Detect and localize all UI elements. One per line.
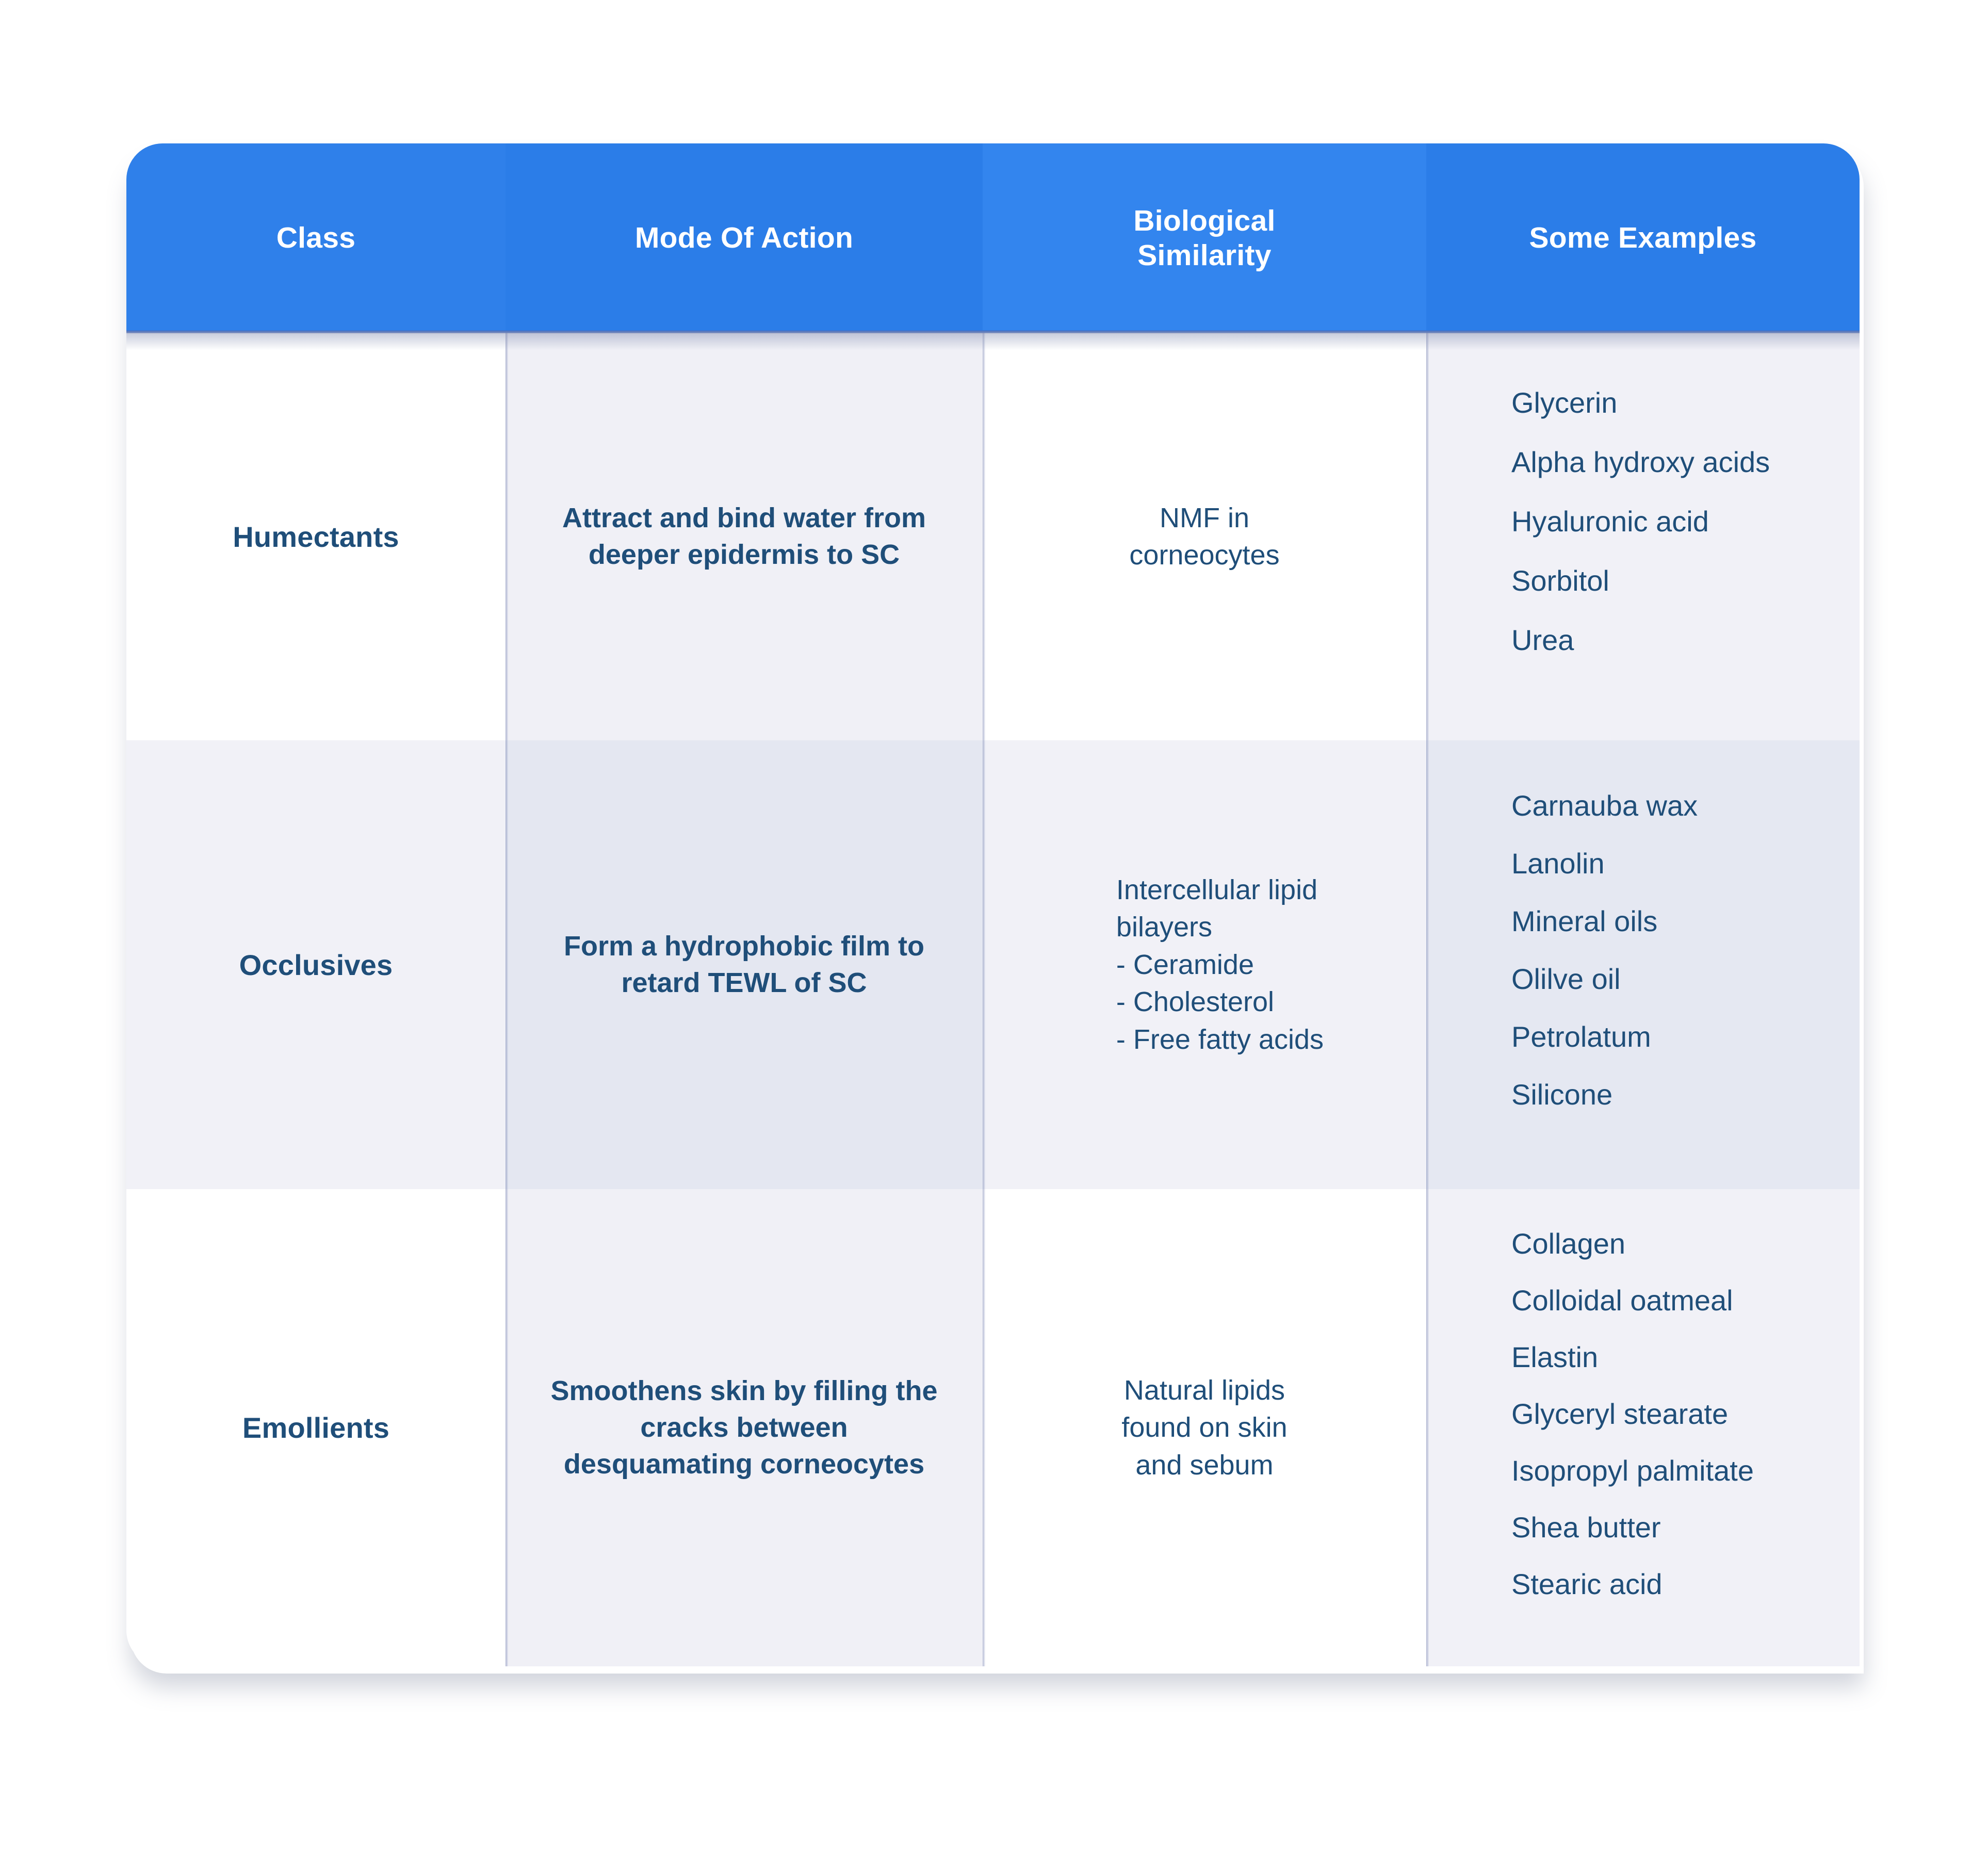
- column-header-biological-similarity[interactable]: Biological Similarity: [983, 143, 1426, 333]
- column-header-class-label: Class: [276, 221, 356, 255]
- mode-of-action-text: Smoothens skin by filling the cracks bet…: [550, 1375, 938, 1480]
- list-item: Shea butter: [1511, 1511, 1661, 1544]
- cell-mode-of-action: Smoothens skin by filling the cracks bet…: [506, 1189, 983, 1666]
- column-header-mode-of-action[interactable]: Mode Of Action: [506, 143, 983, 333]
- list-item: Hyaluronic acid: [1511, 505, 1709, 538]
- mode-of-action-text: Attract and bind water from deeper epide…: [562, 502, 926, 570]
- bio-line: Intercellular lipid: [1116, 874, 1318, 906]
- list-item: Mineral oils: [1511, 905, 1658, 937]
- list-item: Sorbitol: [1511, 564, 1609, 597]
- list-item: Urea: [1511, 623, 1574, 656]
- list-item: Silicone: [1511, 1078, 1613, 1111]
- list-item: Stearic acid: [1511, 1567, 1663, 1600]
- table-row: Emollients Smoothens skin by filling the…: [126, 1189, 1860, 1666]
- biological-similarity-text: NMF in corneocytes: [1129, 499, 1279, 574]
- cell-class: Humectants: [126, 333, 506, 740]
- mode-of-action-text: Form a hydrophobic film to retard TEWL o…: [564, 930, 924, 998]
- column-header-mode-of-action-label: Mode Of Action: [634, 221, 854, 255]
- bio-line: bilayers: [1116, 912, 1212, 943]
- bio-line: found on skin: [1121, 1412, 1288, 1443]
- cell-biological-similarity: Intercellular lipid bilayers - Ceramide …: [983, 740, 1426, 1189]
- table-header-row: Class Mode Of Action Biological Similari…: [126, 143, 1860, 333]
- cell-biological-similarity: NMF in corneocytes: [983, 333, 1426, 740]
- bio-header-line-2: Similarity: [1137, 238, 1272, 272]
- list-item: Alpha hydroxy acids: [1511, 445, 1770, 478]
- examples-list: Carnauba wax Lanolin Mineral oils Olilve…: [1426, 791, 1708, 1138]
- column-header-biological-similarity-label: Biological Similarity: [1133, 204, 1275, 272]
- header-underline: [126, 330, 1860, 334]
- list-item: Elastin: [1511, 1340, 1599, 1373]
- class-name: Occlusives: [239, 948, 393, 981]
- cell-some-examples: Carnauba wax Lanolin Mineral oils Olilve…: [1426, 740, 1860, 1189]
- bio-line: and sebum: [1135, 1449, 1274, 1481]
- list-item: Glyceryl stearate: [1511, 1397, 1729, 1430]
- examples-list: Glycerin Alpha hydroxy acids Hyaluronic …: [1426, 388, 1780, 685]
- table-row: Occlusives Form a hydrophobic film to re…: [126, 740, 1860, 1189]
- cell-mode-of-action: Attract and bind water from deeper epide…: [506, 333, 983, 740]
- cell-mode-of-action: Form a hydrophobic film to retard TEWL o…: [506, 740, 983, 1189]
- column-header-some-examples[interactable]: Some Examples: [1426, 143, 1860, 333]
- biological-similarity-text: Natural lipids found on skin and sebum: [1121, 1372, 1287, 1484]
- bio-line: - Ceramide: [1116, 949, 1254, 980]
- bio-line: - Cholesterol: [1116, 986, 1275, 1018]
- list-item: Carnauba wax: [1511, 789, 1698, 822]
- cell-class: Occlusives: [126, 740, 506, 1189]
- class-name: Humectants: [233, 520, 399, 553]
- comparison-table: Class Mode Of Action Biological Similari…: [126, 143, 1860, 1666]
- bio-line: corneocytes: [1129, 540, 1280, 571]
- list-item: Collagen: [1511, 1227, 1626, 1260]
- cell-some-examples: Collagen Colloidal oatmeal Elastin Glyce…: [1426, 1189, 1860, 1666]
- list-item: Isopropyl palmitate: [1511, 1454, 1754, 1487]
- bio-line: - Free fatty acids: [1116, 1024, 1324, 1055]
- class-name: Emollients: [242, 1411, 390, 1444]
- column-header-class[interactable]: Class: [126, 143, 506, 333]
- list-item: Glycerin: [1511, 386, 1618, 419]
- bio-line: Natural lipids: [1123, 1374, 1285, 1406]
- bio-header-line-1: Biological: [1133, 204, 1276, 238]
- list-item: Olilve oil: [1511, 963, 1621, 995]
- biological-similarity-text: Intercellular lipid bilayers - Ceramide …: [1085, 871, 1324, 1058]
- list-item: Lanolin: [1511, 847, 1605, 880]
- cell-some-examples: Glycerin Alpha hydroxy acids Hyaluronic …: [1426, 333, 1860, 740]
- bio-line: NMF in: [1160, 502, 1249, 533]
- list-item: Colloidal oatmeal: [1511, 1284, 1733, 1317]
- examples-list: Collagen Colloidal oatmeal Elastin Glyce…: [1426, 1229, 1764, 1627]
- cell-biological-similarity: Natural lipids found on skin and sebum: [983, 1189, 1426, 1666]
- table-row: Humectants Attract and bind water from d…: [126, 333, 1860, 740]
- list-item: Petrolatum: [1511, 1020, 1651, 1053]
- table-body: Humectants Attract and bind water from d…: [126, 333, 1860, 1666]
- cell-class: Emollients: [126, 1189, 506, 1666]
- column-header-some-examples-label: Some Examples: [1529, 221, 1757, 255]
